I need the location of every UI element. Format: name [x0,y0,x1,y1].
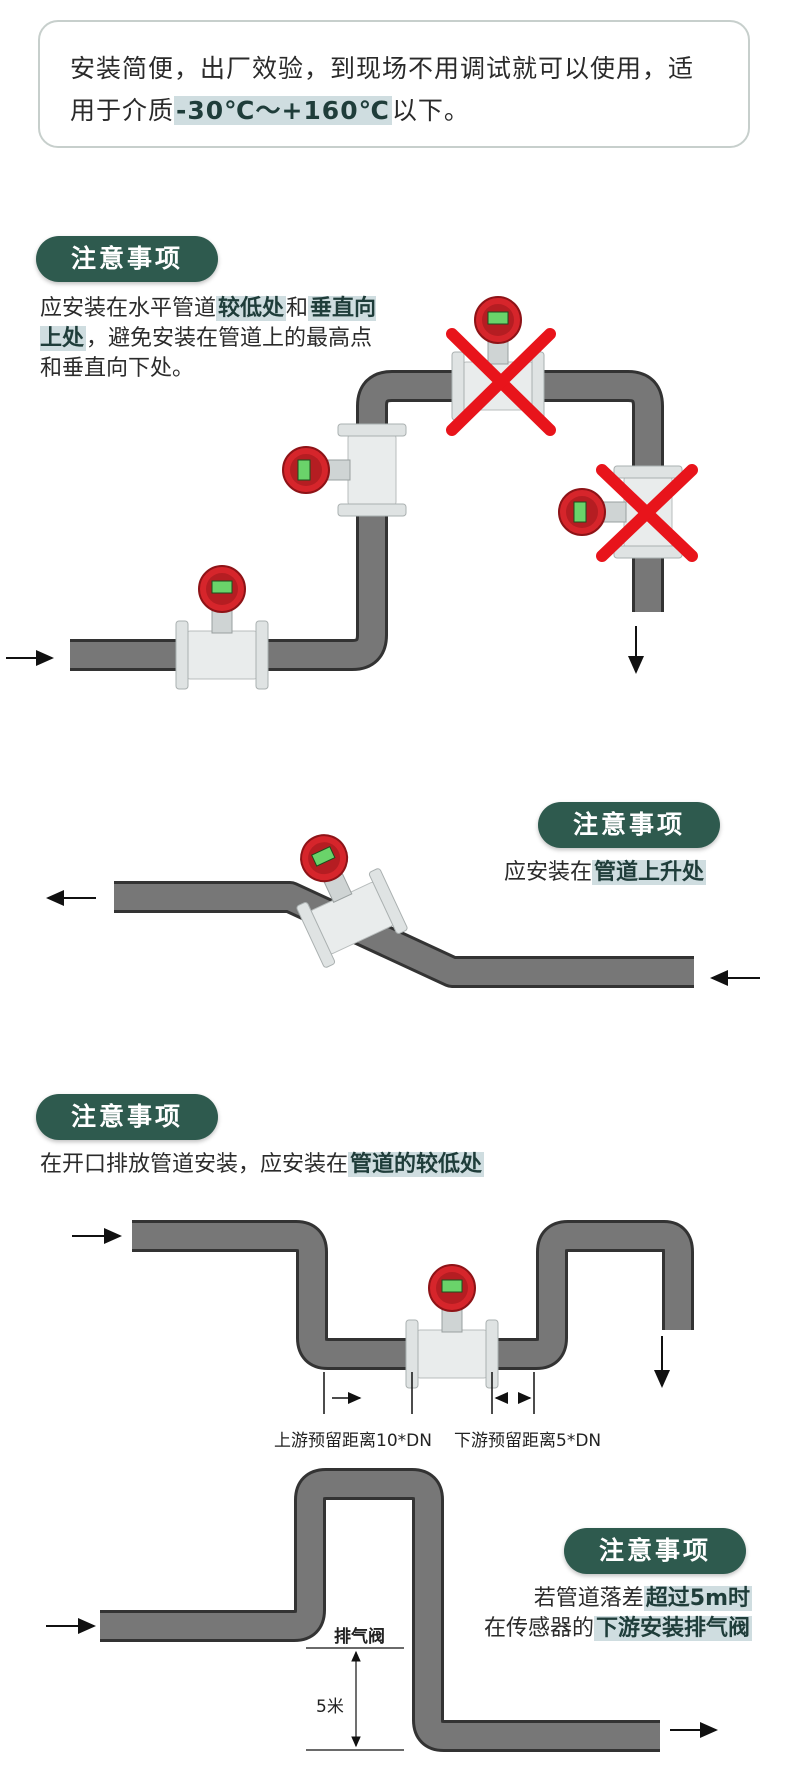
section3-note: 在开口排放管道安装，应安装在管道的较低处 [40,1150,485,1180]
flowmeter-ok-horizontal [175,565,269,690]
air-valve-label: 排气阀 [334,1627,385,1647]
section1-text: 应安装在水平管道 [40,296,217,321]
section3-badge: 注意事项 [36,1094,218,1140]
section1-highlight-1: 较低处 [216,296,287,321]
section3-highlight: 管道的较低处 [348,1152,485,1177]
section2-highlight: 管道上升处 [592,860,707,885]
section1-text-mid: 和 [286,296,309,321]
section2-badge: 注意事项 [538,802,720,848]
diagram3 [132,1220,694,1370]
section4-highlight-1: 超过5m时 [643,1586,752,1611]
upstream-distance-label: 上游预留距离10*DN [274,1431,432,1451]
downstream-distance-label: 下游预留距离5*DN [454,1431,602,1451]
height-label: 5米 [316,1697,344,1717]
distance-markers [323,1372,535,1414]
intro-text: 安装简便，出厂效验，到现场不用调试就可以使用，适用于介质 [70,54,695,125]
cross-icon-down [596,464,698,562]
diagram2 [114,881,694,988]
intro-box: 安装简便，出厂效验，到现场不用调试就可以使用，适用于介质-30℃～+160℃以下… [38,20,750,148]
section1-badge: 注意事项 [36,236,218,282]
section1-text-end: ，避免安装在管道上的最高点和垂直向下处。 [40,326,373,381]
intro-highlight: -30℃～+160℃ [174,96,392,125]
section4-badge: 注意事项 [564,1528,746,1574]
diagram4 [100,1468,660,1752]
flowmeter-ok-vertical [282,423,407,517]
section4-note-line1: 若管道落差超过5m时 [530,1584,752,1614]
section4-text-1: 若管道落差 [533,1586,644,1611]
height-dimension [306,1647,404,1751]
section4-highlight-2: 下游安装排气阀 [593,1616,752,1641]
section4-text-2: 在传感器的 [483,1616,594,1641]
cross-icon-top [446,328,556,436]
flowmeter-low-point [405,1264,499,1389]
section4-note-line2: 在传感器的下游安装排气阀 [460,1614,752,1644]
section1-note: 应安装在水平管道较低处和垂直向上处，避免安装在管道上的最高点和垂直向下处。 [40,294,380,384]
section2-text: 应安装在 [504,860,593,885]
intro-text-end: 以下。 [391,96,470,125]
section2-note: 应安装在管道上升处 [504,858,707,888]
section3-text: 在开口排放管道安装，应安装在 [40,1152,349,1177]
diagram1 [70,370,664,671]
